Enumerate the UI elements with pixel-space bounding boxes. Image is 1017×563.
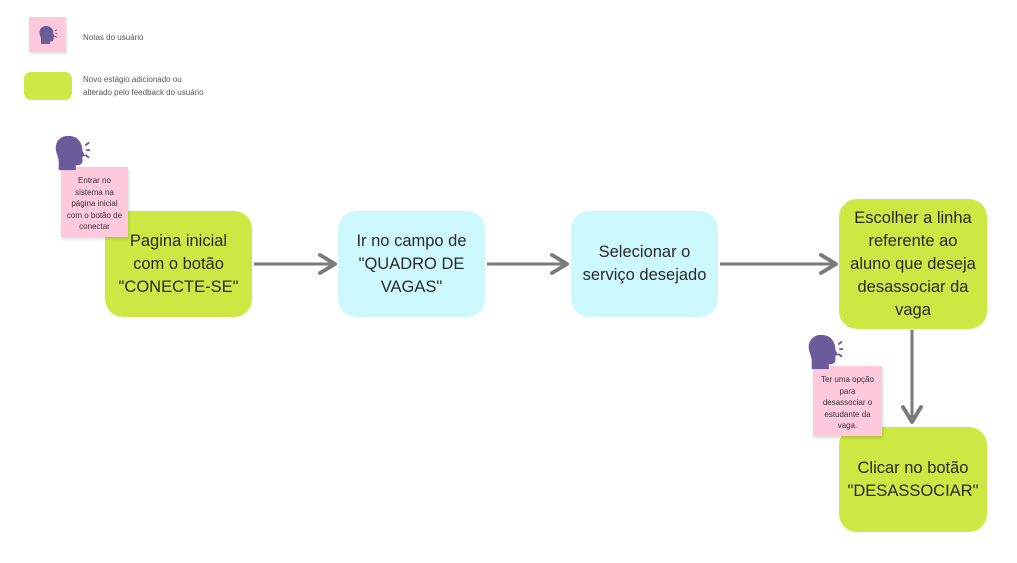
step-homepage-connect: Pagina inicial com o botão "CONECTE-SE" xyxy=(105,211,252,317)
user-note-connect: Entrar no sistema na página inicial com … xyxy=(61,167,128,237)
user-speaking-icon xyxy=(55,135,91,171)
step-select-service: Selecionar o serviço desejado xyxy=(571,211,718,317)
legend-notes-label: Notas do usuário xyxy=(83,33,144,42)
user-speaking-icon xyxy=(39,26,58,44)
legend-green-swatch xyxy=(24,72,72,100)
legend-user-note-swatch xyxy=(29,17,66,52)
legend-new-stage-line1: Novo estágio adicionado ou xyxy=(83,75,182,84)
legend-new-stage-label: Novo estágio adicionado ou alterado pelo… xyxy=(83,73,204,99)
legend-new-stage-line2: alterado pelo feedback do usuário xyxy=(83,88,204,97)
step-click-disassociate: Clicar no botão "DESASSOCIAR" xyxy=(839,427,987,532)
step-choose-student-row: Escolher a linha referente ao aluno que … xyxy=(839,199,987,329)
user-speaking-icon xyxy=(808,334,844,370)
user-note-disassociate: Ter uma opção para desassociar o estudan… xyxy=(813,366,882,436)
step-job-board-field: Ir no campo de "QUADRO DE VAGAS" xyxy=(338,211,485,317)
